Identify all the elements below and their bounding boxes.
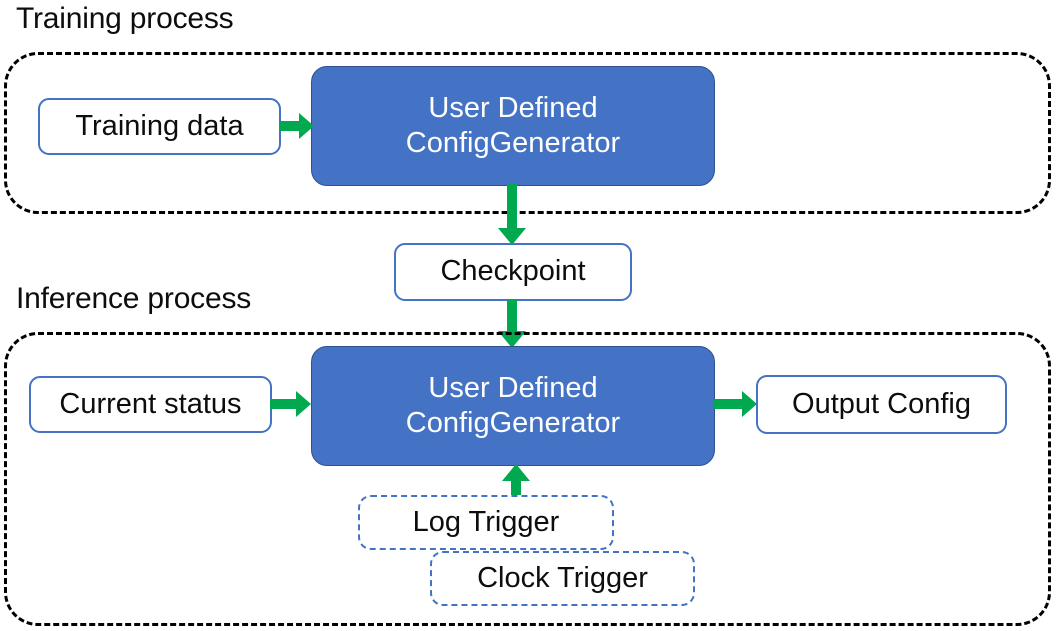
node-current-status[interactable]: Current status (29, 376, 272, 433)
arrow-generator-to-output-config-icon (713, 390, 758, 418)
generator-inference-label-line1: User Defined (428, 371, 598, 404)
generator-training-label-line1: User Defined (428, 91, 598, 124)
node-user-defined-config-generator-inference[interactable]: User Defined ConfigGenerator (311, 346, 715, 466)
training-process-container (4, 52, 1051, 214)
node-log-trigger-label: Log Trigger (412, 506, 560, 538)
arrow-current-status-to-generator-icon (270, 390, 312, 418)
arrow-checkpoint-to-generator-icon (497, 299, 527, 349)
inference-process-container (4, 332, 1051, 626)
arrow-generator-to-checkpoint-icon (497, 184, 527, 246)
node-training-data-label: Training data (75, 109, 244, 142)
node-log-trigger[interactable]: Log Trigger (358, 495, 614, 550)
inference-process-title: Inference process (16, 282, 252, 315)
generator-training-label-line2: ConfigGenerator (405, 127, 621, 159)
arrow-training-data-to-generator-icon (279, 112, 315, 140)
training-process-title: Training process (16, 2, 234, 35)
node-training-data[interactable]: Training data (38, 98, 281, 155)
arrow-trigger-to-generator-icon (501, 464, 531, 504)
node-clock-trigger[interactable]: Clock Trigger (430, 551, 695, 606)
generator-inference-label-line2: ConfigGenerator (405, 407, 621, 439)
node-clock-trigger-label: Clock Trigger (477, 562, 648, 594)
node-checkpoint[interactable]: Checkpoint (394, 243, 632, 301)
node-output-config[interactable]: Output Config (756, 375, 1007, 434)
node-user-defined-config-generator-training[interactable]: User Defined ConfigGenerator (311, 66, 715, 186)
node-checkpoint-label: Checkpoint (440, 255, 586, 288)
node-output-config-label: Output Config (792, 387, 971, 420)
node-current-status-label: Current status (59, 387, 242, 420)
